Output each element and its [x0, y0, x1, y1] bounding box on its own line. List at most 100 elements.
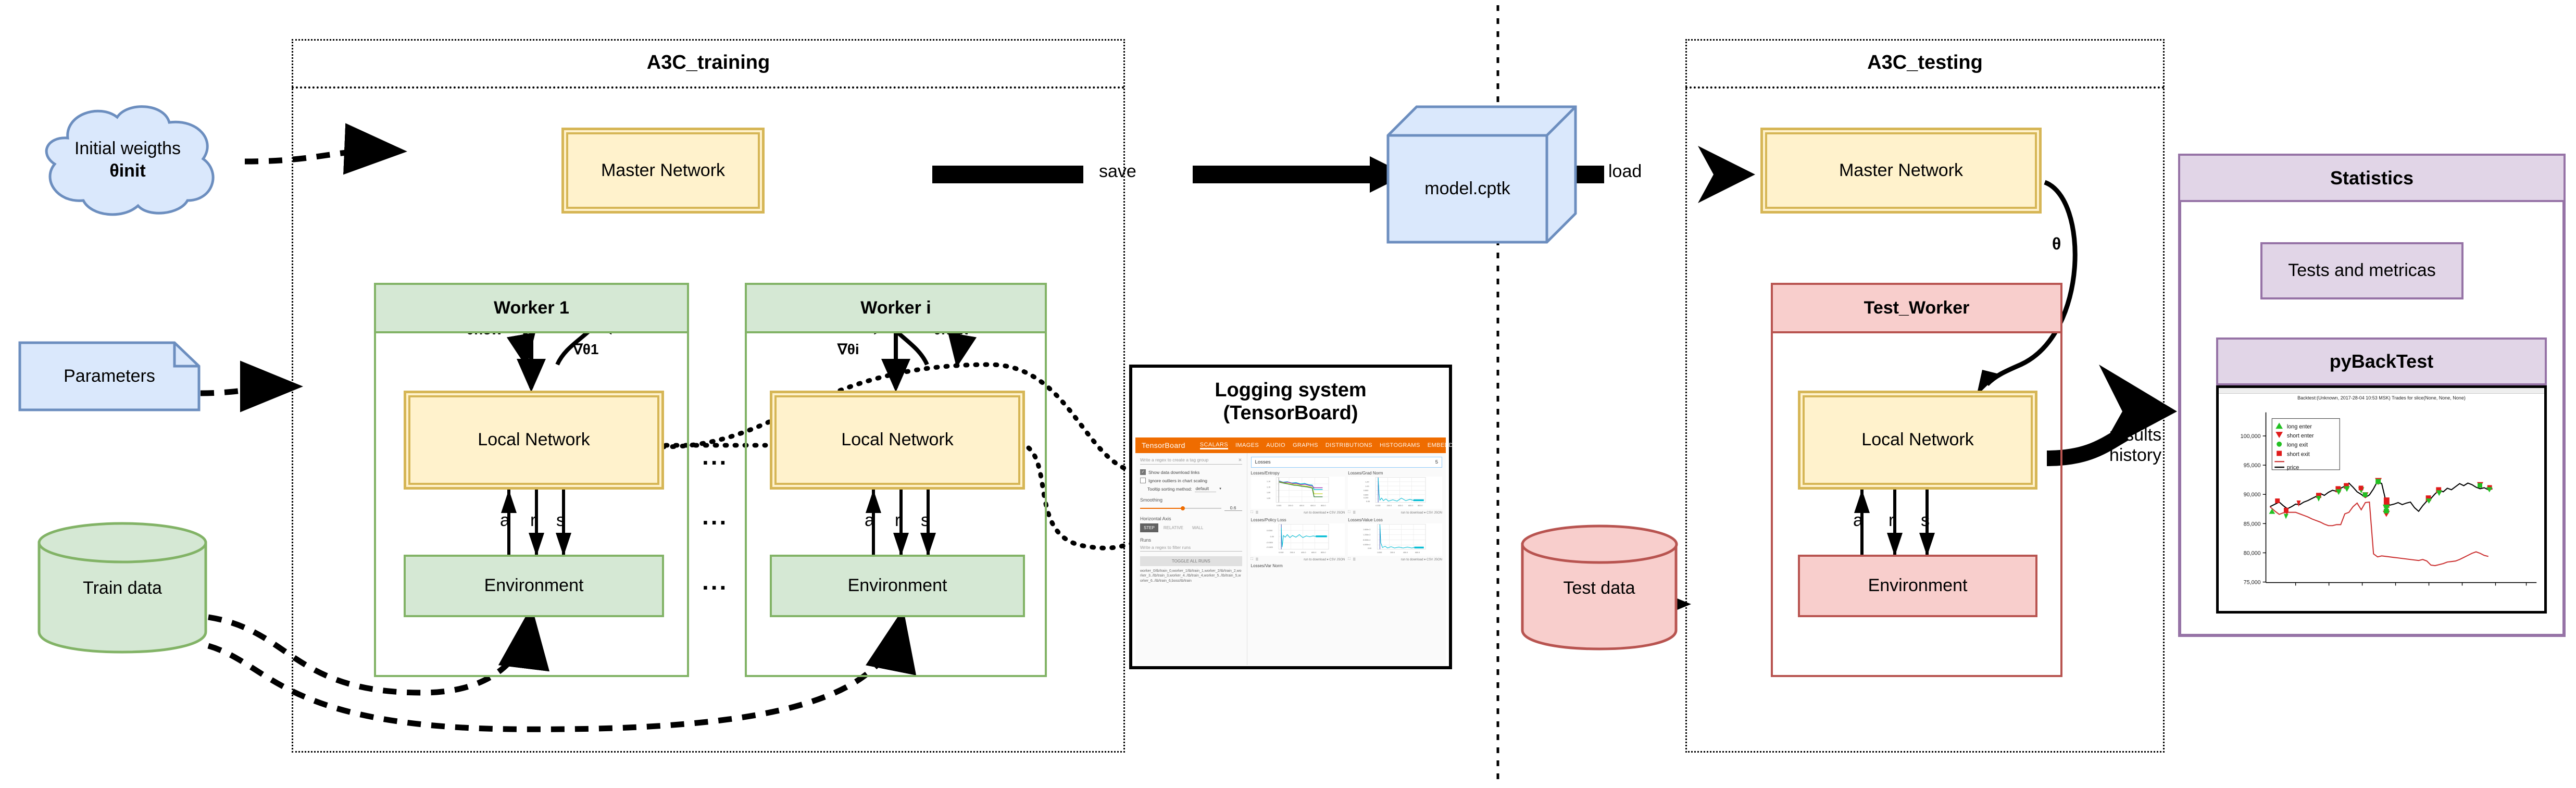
tag-filter-input[interactable]: Write a regex to create a tag group	[1140, 457, 1209, 462]
tooltip-sorting-label: Tooltip sorting method:	[1147, 486, 1192, 492]
list-icon[interactable]: ☰	[1255, 558, 1259, 561]
tensorboard-tab-histograms[interactable]: HISTOGRAMS	[1379, 442, 1420, 448]
initial-weights-cloud: Initial weigths θinit	[10, 99, 245, 219]
axis-option-relative[interactable]: RELATIVE	[1163, 526, 1183, 530]
tooltip-sorting-row[interactable]: Tooltip sorting method: default ▼	[1140, 486, 1242, 492]
results-label-line1: results	[2109, 424, 2162, 445]
tensorboard-tab-images[interactable]: IMAGES	[1235, 442, 1259, 448]
parameters-node: Parameters	[18, 341, 201, 411]
worker-i-environment-label: Environment	[847, 576, 947, 596]
runs-label: Runs	[1140, 537, 1152, 543]
tensorboard-tab-distributions[interactable]: DISTRIBUTIONS	[1325, 442, 1372, 448]
worker-i-environment[interactable]: Environment	[770, 555, 1025, 617]
tensorboard-tab-audio[interactable]: AUDIO	[1266, 442, 1285, 448]
testing-master-network[interactable]: Master Network	[1760, 128, 2042, 214]
tensorboard-sidebar: Write a regex to create a tag group ✕ ✓ …	[1135, 453, 1247, 665]
help-icon[interactable]: ⓘ	[1522, 442, 1530, 450]
chevron-down-icon[interactable]: ▼	[1219, 487, 1222, 491]
worker-1-local-network[interactable]: Local Network	[404, 391, 664, 490]
tag-filter-row[interactable]: Write a regex to create a tag group ✕	[1140, 457, 1242, 465]
worker-i-signal-s: s	[921, 510, 930, 530]
worker-1-local-network-label: Local Network	[478, 430, 590, 450]
tensorboard-top-bar: TensorBoard SCALARS IMAGES AUDIO GRAPHS …	[1135, 437, 1530, 453]
ignore-outliers-label: Ignore outliers in chart scaling	[1148, 478, 1207, 483]
runs-filter-input[interactable]: Write a regex to filter runs	[1140, 545, 1242, 552]
chart-legend: long enter short enter long exit short e…	[2271, 418, 2340, 471]
svg-text:8.000e-4: 8.000e-4	[1363, 539, 1370, 541]
tensorboard-tab-graphs[interactable]: GRAPHS	[1292, 442, 1318, 448]
model-checkpoint-node[interactable]: model.cptk	[1385, 104, 1578, 245]
test-worker-body	[1771, 333, 2062, 677]
list-icon[interactable]: ☰	[1255, 511, 1259, 515]
logging-system-title: Logging system (TensorBoard)	[1132, 368, 1449, 436]
svg-text:600.0: 600.0	[1310, 505, 1315, 507]
svg-text:4.000e-4: 4.000e-4	[1363, 544, 1370, 546]
worker-1-header[interactable]: Worker 1	[374, 283, 689, 333]
expand-icon[interactable]: ⛶	[1348, 558, 1350, 561]
statistics-title: Statistics	[2178, 154, 2566, 202]
chart-losses-policy-loss[interactable]: Losses/Policy Loss	[1251, 518, 1345, 561]
worker-i-local-network[interactable]: Local Network	[770, 391, 1025, 490]
chart-title: Losses/Value Loss	[1348, 518, 1383, 522]
edge-label-grad-theta-1: ∇θ1	[573, 341, 599, 357]
close-icon[interactable]: ✕	[1238, 457, 1242, 462]
expand-icon[interactable]: ⛶	[1251, 511, 1253, 514]
parameters-label: Parameters	[64, 366, 155, 386]
train-data-label: Train data	[83, 578, 162, 598]
worker-i-header[interactable]: Worker i	[745, 283, 1047, 333]
chart-losses-grad-norm[interactable]: Losses/Grad Norm	[1348, 471, 1442, 515]
expand-icon[interactable]: ⛶	[1251, 558, 1253, 561]
horizontal-axis-toggle[interactable]: STEP RELATIVE WALL	[1140, 523, 1242, 532]
runs-list: worker_0/tb/train_0,worker_1/tb/train_1,…	[1140, 569, 1242, 583]
list-icon[interactable]: ☰	[1353, 558, 1356, 561]
expand-icon[interactable]: ⛶	[1348, 511, 1350, 514]
tensorboard-screenshot[interactable]: TensorBoard SCALARS IMAGES AUDIO GRAPHS …	[1135, 437, 1530, 665]
refresh-icon[interactable]: ↻	[1498, 440, 1504, 448]
testing-environment[interactable]: Environment	[1798, 555, 2037, 617]
tests-and-metrics-box[interactable]: Tests and metricas	[2260, 242, 2464, 299]
show-download-links-checkbox[interactable]: ✓ Show data download links	[1140, 469, 1242, 475]
svg-text:-0.0400: -0.0400	[1266, 546, 1273, 548]
settings-icon[interactable]: ⚙	[1510, 440, 1517, 448]
svg-text:1.20: 1.20	[1366, 481, 1369, 483]
losses-group-card[interactable]: Losses 5	[1251, 457, 1442, 468]
svg-text:0.800: 0.800	[1364, 490, 1368, 492]
svg-text:600.0: 600.0	[1415, 552, 1420, 554]
chart-title: Losses/Grad Norm	[1348, 471, 1383, 476]
tensorboard-tab-embeddings[interactable]: EMBEDDINGS	[1427, 442, 1468, 448]
worker-i-signal-a: a	[865, 510, 874, 530]
ignore-outliers-checkbox[interactable]: Ignore outliers in chart scaling	[1140, 478, 1242, 483]
axis-option-step[interactable]: STEP	[1140, 523, 1158, 532]
smoothing-value[interactable]: 0.6	[1224, 505, 1242, 511]
svg-text:800.0: 800.0	[1418, 505, 1422, 507]
svg-text:800.0: 800.0	[1321, 505, 1325, 507]
svg-text:200.0: 200.0	[1391, 552, 1395, 554]
toggle-all-runs-button[interactable]: TOGGLE ALL RUNS	[1140, 556, 1242, 566]
training-master-network[interactable]: Master Network	[561, 128, 765, 214]
svg-text:1.10: 1.10	[1267, 481, 1270, 483]
pybacktest-screenshot[interactable]: Backtest:(Unknown, 2017-28-04 10:53 MSK)…	[2216, 385, 2547, 614]
testing-signal-a: a	[1853, 510, 1863, 530]
tooltip-sorting-select[interactable]: default	[1194, 486, 1217, 492]
testing-local-network[interactable]: Local Network	[1798, 391, 2037, 490]
test-worker-header[interactable]: Test_Worker	[1771, 283, 2062, 333]
worker-1-signal-r: r	[530, 510, 536, 530]
smoothing-slider[interactable]: 0.6	[1140, 505, 1242, 511]
edge-label-theta: θ	[2052, 234, 2061, 253]
model-checkpoint-label: model.cptk	[1424, 178, 1510, 198]
initial-weights-label-line2: θinit	[109, 161, 146, 181]
chart-losses-entropy[interactable]: Losses/Entropy	[1251, 471, 1345, 515]
list-icon[interactable]: ☰	[1353, 511, 1356, 515]
svg-text:1.10: 1.10	[1267, 486, 1270, 488]
chart-losses-value-loss[interactable]: Losses/Value Loss	[1348, 518, 1442, 561]
workers-ellipsis-2: ...	[702, 503, 729, 530]
worker-i-signal-r: r	[895, 510, 901, 530]
tensorboard-tab-scalars[interactable]: SCALARS	[1199, 442, 1228, 449]
svg-text:800.0: 800.0	[1321, 552, 1325, 554]
worker-1-environment[interactable]: Environment	[404, 555, 664, 617]
tensorboard-tab-text[interactable]: TEXT	[1475, 442, 1491, 448]
svg-text:200.0: 200.0	[1288, 505, 1293, 507]
svg-text:price: price	[2287, 465, 2299, 471]
axis-option-wall[interactable]: WALL	[1192, 526, 1204, 530]
